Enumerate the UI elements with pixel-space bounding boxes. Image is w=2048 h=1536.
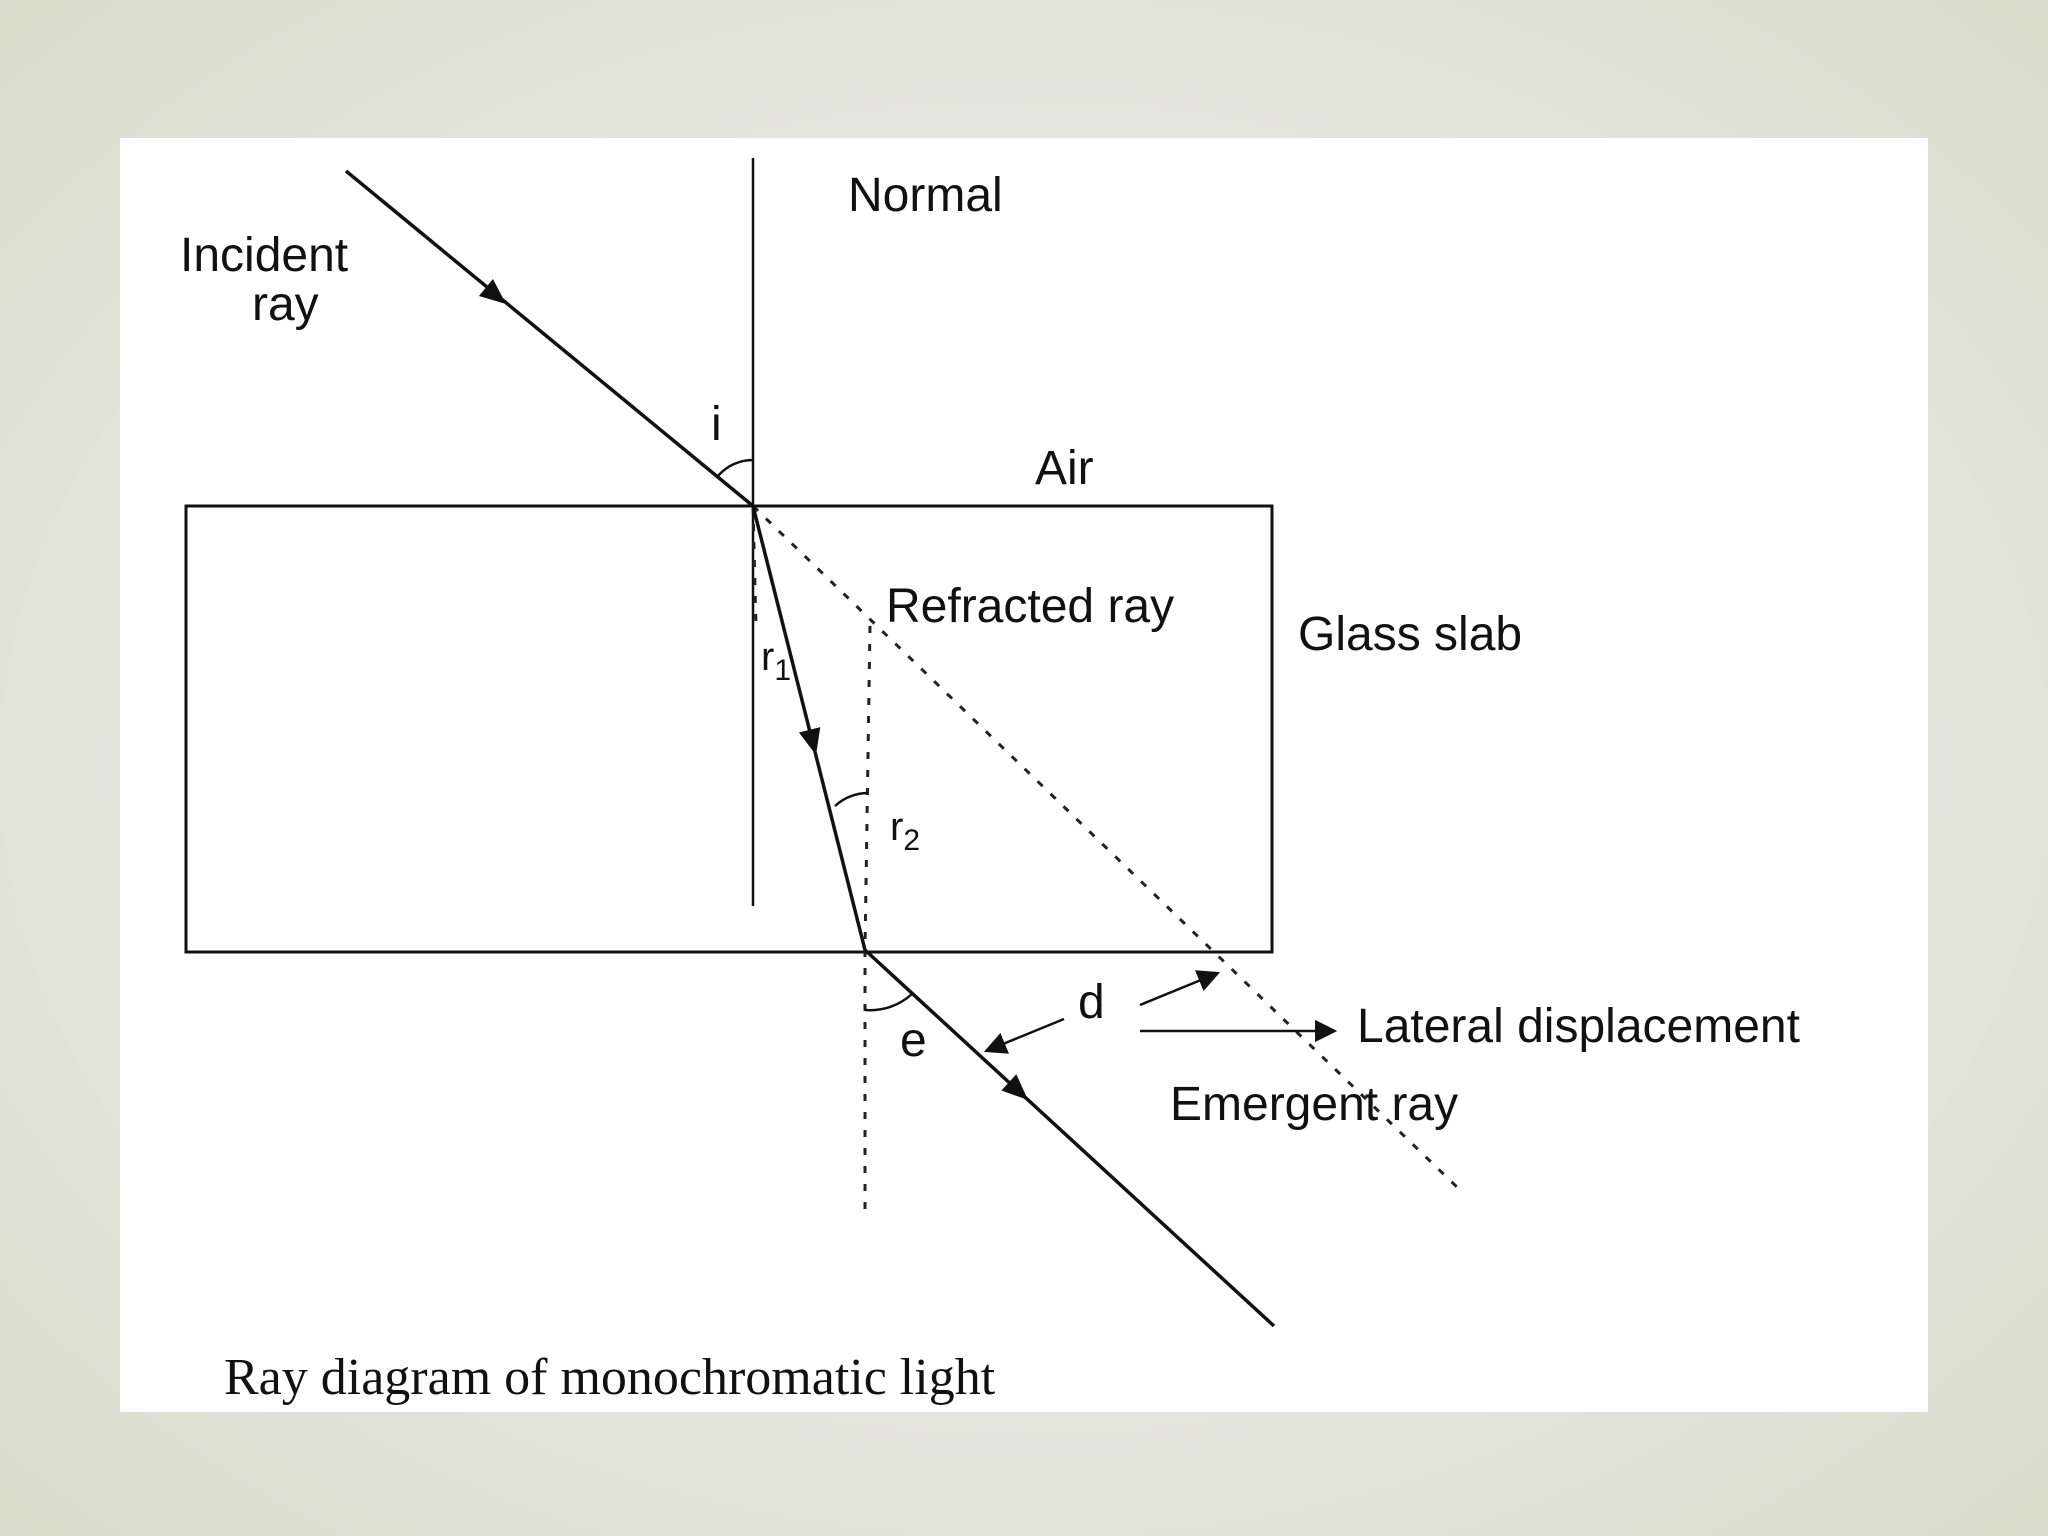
entry-normal-dashed — [751, 505, 758, 629]
figure-caption: Ray diagram of monochromatic light — [224, 1349, 996, 1406]
inner-normal-dashed — [863, 625, 872, 951]
d-arrow-to-dashed — [1139, 970, 1221, 1007]
label-air: Air — [1035, 442, 1094, 495]
label-angle-r1: r1 — [761, 635, 791, 687]
angle-e-arc — [864, 993, 913, 1012]
incident-ray-arrowhead — [478, 278, 506, 304]
d-arrow-to-emergent — [983, 1017, 1065, 1054]
label-angle-r2: r2 — [890, 805, 920, 857]
figure-panel: Normal Incident ray i Air Refracted ray … — [120, 138, 1928, 1412]
emergent-ray-arrowhead — [1001, 1074, 1028, 1100]
label-normal: Normal — [848, 169, 1003, 222]
label-lateral-displacement: Lateral displacement — [1357, 1000, 1800, 1053]
label-refracted-ray: Refracted ray — [886, 580, 1174, 633]
label-angle-e: e — [900, 1014, 927, 1067]
label-glass-slab: Glass slab — [1298, 608, 1522, 661]
label-d: d — [1078, 976, 1105, 1029]
label-emergent-ray: Emergent ray — [1170, 1078, 1458, 1131]
angle-r2-arc — [834, 791, 869, 807]
glass-slab — [184, 504, 1274, 954]
ray-diagram: Normal Incident ray i Air Refracted ray … — [180, 158, 1800, 1406]
label-angle-i: i — [711, 398, 722, 451]
angle-i-arc — [717, 458, 754, 477]
incident-ray — [344, 169, 755, 508]
incident-extension-dashed — [751, 504, 1462, 1192]
emergent-ray — [863, 948, 1276, 1328]
label-incident-ray: Incident ray — [180, 229, 361, 331]
refracted-ray — [751, 505, 867, 951]
refracted-ray-arrowhead — [798, 727, 821, 755]
